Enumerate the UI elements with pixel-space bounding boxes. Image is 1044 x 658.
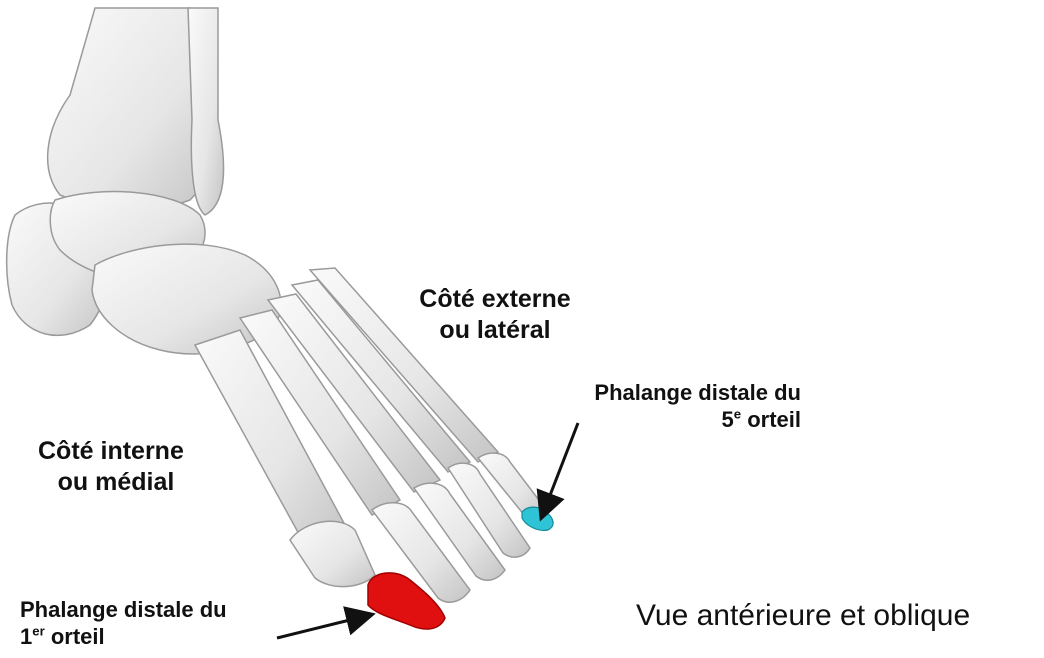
fifth-distal-phalanx-highlight [522,507,553,530]
fifth-toe-line1: Phalange distale du [548,380,801,407]
medial-side-label: Côté interne ou médial [38,436,238,497]
first-toe-line2: 1er orteil [20,624,280,651]
lateral-side-line1: Côté externe [392,284,598,315]
fifth-distal-phalanx-label: Phalange distale du 5e orteil [548,380,801,434]
first-toe-number: 1 [20,624,32,649]
first-toe-rest: orteil [45,624,105,649]
first-toe-line1: Phalange distale du [20,597,280,624]
hallux-proximal-phalanx [290,521,375,586]
lateral-side-label: Côté externe ou latéral [392,284,598,345]
first-distal-phalanx-label: Phalange distale du 1er orteil [20,597,280,651]
fifth-toe-number: 5 [722,407,734,432]
fibula-bone [188,8,224,215]
arrow-to-fifth-distal-phalanx [542,423,578,516]
first-toe-sup: er [32,624,44,639]
fifth-toe-sup: e [734,407,741,422]
fifth-toe-line2: 5e orteil [548,407,801,434]
medial-side-line2: ou médial [38,467,194,498]
lateral-side-line2: ou latéral [392,315,598,346]
medial-side-line1: Côté interne [38,436,238,467]
fifth-toe-rest: orteil [741,407,801,432]
arrow-to-first-distal-phalanx [277,615,370,638]
view-title: Vue antérieure et oblique [636,598,1036,635]
